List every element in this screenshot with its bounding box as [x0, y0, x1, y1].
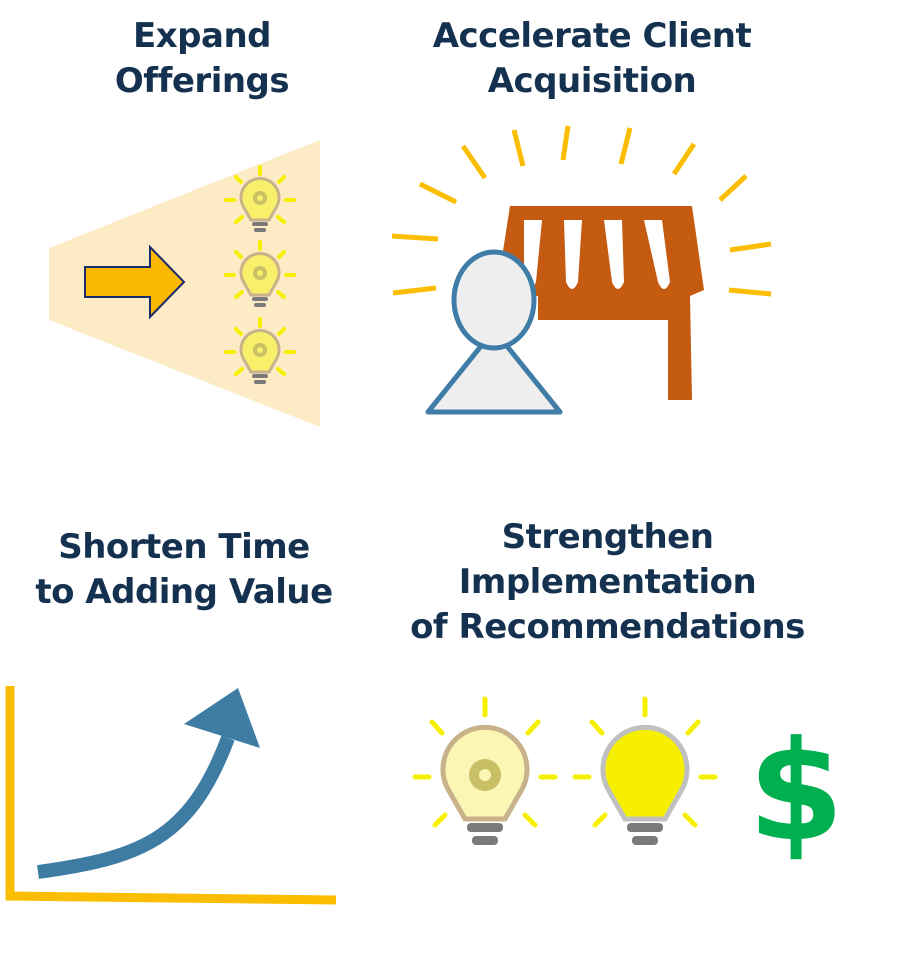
expand-offerings-illustration: [49, 140, 320, 427]
accelerate-acquisition-title-line1: Accelerate Client: [432, 16, 752, 56]
shorten-time-illustration: [5, 686, 337, 905]
storefront-icon: [496, 206, 704, 400]
strengthen-implementation-illustration: [412, 696, 718, 845]
strengthen-implementation-title-line1: Strengthen: [501, 517, 714, 557]
shorten-time-title-line1: Shorten Time: [58, 527, 310, 567]
shorten-time-title: Shorten Time to Adding Value: [34, 525, 334, 615]
accelerate-acquisition-title-line2: Acquisition: [487, 61, 697, 101]
person-icon: [425, 249, 563, 415]
lightbulb-gear-icon: [224, 165, 296, 232]
growth-arrow-icon: [37, 688, 260, 879]
lightbulb-gear-icon: [224, 240, 296, 307]
chart-axes: [5, 686, 337, 905]
strengthen-implementation-title: Strengthen Implementation of Recommendat…: [410, 515, 805, 650]
accelerate-acquisition-illustration: [391, 125, 772, 415]
accelerate-acquisition-title: Accelerate Client Acquisition: [432, 14, 752, 104]
sunburst-rays: [391, 125, 772, 297]
strengthen-implementation-title-line3: of Recommendations: [410, 607, 805, 647]
dollar-sign-icon: $: [748, 711, 845, 872]
expand-offerings-title-line1: Expand: [133, 16, 271, 56]
shorten-time-title-line2: to Adding Value: [35, 572, 333, 612]
strengthen-implementation-title-line2: Implementation: [458, 562, 757, 602]
expand-offerings-title-line2: Offerings: [114, 61, 290, 101]
lightbulb-gear-icon: [224, 317, 296, 384]
right-arrow-icon: [84, 244, 186, 320]
lit-lightbulb-icon: [572, 696, 718, 845]
expand-offerings-title: Expand Offerings: [92, 14, 312, 104]
lightbulb-gear-icon: [412, 696, 558, 845]
